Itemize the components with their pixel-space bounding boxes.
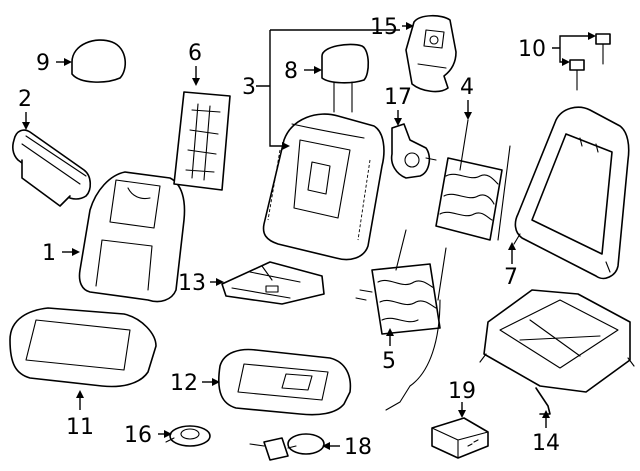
part-6-heater-pad [173,91,231,191]
part-13-seat-mat [221,261,325,305]
part-19-control-module [431,417,489,459]
callout-9: 9 [36,51,50,76]
callout-4: 4 [460,75,474,100]
part-1-seat-back-cover [78,171,186,303]
part-18-wiring-module [249,433,325,461]
callout-8: 8 [284,59,298,84]
part-14-seat-track [479,289,635,415]
part-11-cushion-cover [9,307,157,388]
callout-13: 13 [178,271,206,296]
callout-14: 14 [532,431,560,456]
callout-12: 12 [170,371,198,396]
part-15-lumbar-bracket [405,14,457,93]
callout-6: 6 [188,41,202,66]
part-8-headrest [321,43,370,113]
leader-lines [22,22,596,450]
callout-1: 1 [42,241,56,266]
part-10-bolts [569,33,611,91]
callout-17: 17 [384,85,412,110]
part-3-seat-back-assembly [262,113,385,261]
part-2-trim-panel [12,129,92,207]
part-4-suspension-mat [435,119,511,241]
callout-15: 15 [370,15,398,40]
callout-10: 10 [518,37,546,62]
part-12-cushion-pad [218,348,352,416]
callout-7: 7 [504,265,518,290]
part-9-headrest-pad [71,39,127,83]
callout-16: 16 [124,423,152,448]
callout-labels: 1 2 3 4 5 6 7 8 9 10 11 12 13 14 15 16 1… [18,15,560,460]
part-5-cushion-suspension [355,229,447,411]
callout-2: 2 [18,87,32,112]
part-16-sensor [165,425,211,447]
part-7-seat-back-frame [513,106,630,280]
part-17-recliner-motor [390,123,437,179]
callout-11: 11 [66,415,94,440]
callout-18: 18 [344,435,372,460]
callout-3: 3 [242,75,256,100]
callout-19: 19 [448,379,476,404]
callout-5: 5 [382,349,396,374]
